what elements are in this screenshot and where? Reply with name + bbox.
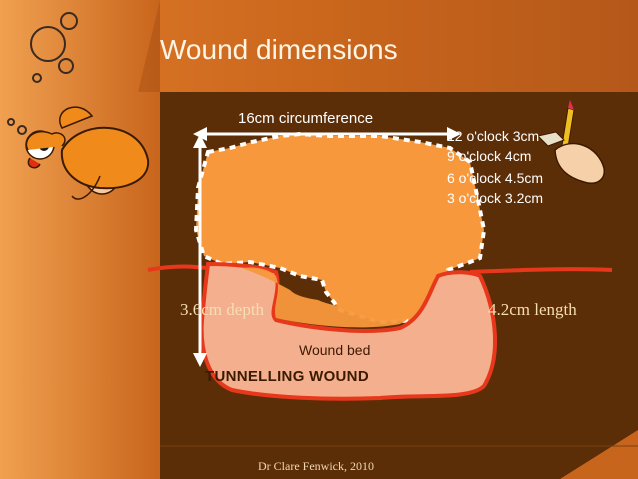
pencil-hand-icon <box>537 100 605 184</box>
left-band <box>0 0 160 479</box>
bottom-right-triangle <box>560 430 638 479</box>
wound-bed-shape <box>199 261 497 401</box>
dimension-arrows <box>193 127 461 367</box>
length-label: 4.2cm length <box>488 300 577 319</box>
clock-measurement-9: 9 o'clock 4cm <box>447 148 532 164</box>
clock-measurement-3: 3 o'clock 3.2cm <box>447 190 544 206</box>
corner-fold <box>138 0 160 92</box>
bubbles-icon <box>7 12 78 135</box>
clock-measurement-6: 6 o'clock 4.5cm <box>447 170 544 186</box>
clock-measurement-12: 12 o'clock 3cm <box>447 128 540 144</box>
slide-title: Wound dimensions <box>160 34 398 65</box>
depth-label: 3.6cm depth <box>180 300 265 319</box>
goldfish-icon <box>25 106 150 200</box>
footer-credit: Dr Clare Fenwick, 2010 <box>258 459 374 473</box>
wound-bed-label: Wound bed <box>299 342 371 358</box>
wound-tunnel-shape <box>242 267 436 328</box>
circumference-label: 16cm circumference <box>238 110 374 127</box>
surface-line-right <box>469 267 613 274</box>
tunnelling-wound-label: TUNNELLING WOUND <box>205 368 369 385</box>
